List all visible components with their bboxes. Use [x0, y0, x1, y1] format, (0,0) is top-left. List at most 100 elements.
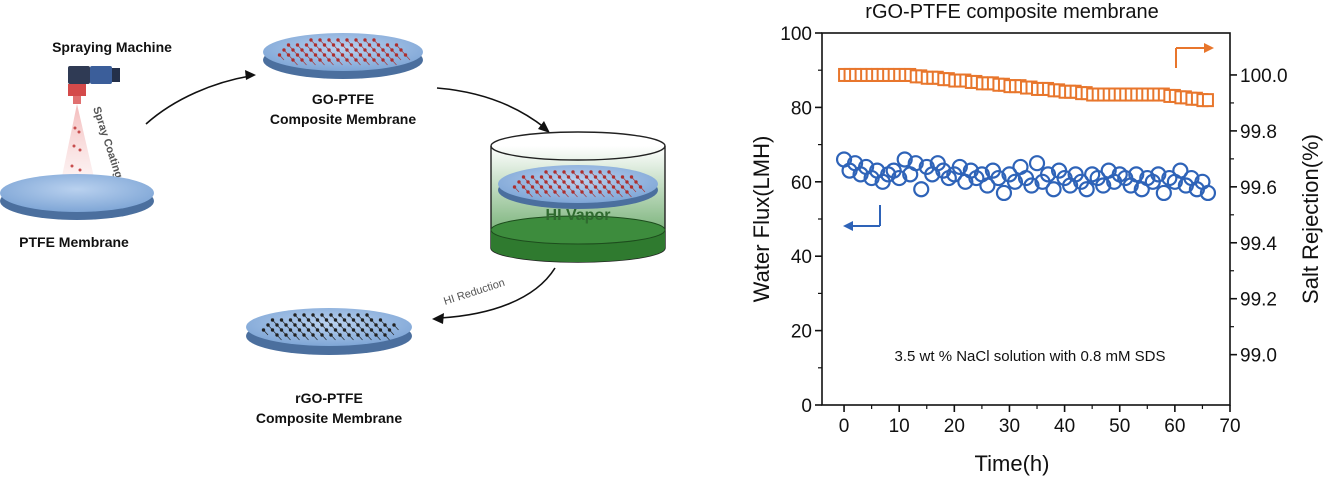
y-left-tick-label: 40	[791, 247, 812, 268]
go-ptfe-disc	[263, 33, 423, 79]
lattice-bond	[581, 191, 587, 198]
y-right-tick-label: 99.8	[1240, 122, 1277, 143]
x-tick-label: 10	[889, 416, 910, 437]
series-water-flux	[835, 151, 1217, 202]
lattice-bond	[391, 59, 397, 66]
spray-coating-label: Spray Coating	[90, 105, 124, 180]
y-right-tick-label: 99.6	[1240, 178, 1277, 199]
lattice-bond	[572, 191, 578, 198]
lattice-bond	[373, 59, 379, 66]
lattice-bond	[563, 191, 569, 198]
lattice-bond	[405, 54, 411, 61]
x-axis: 0 10 20 30 40 50 60 70	[839, 405, 1241, 437]
y-left-tick-label: 0	[801, 396, 812, 417]
lattice-bond	[536, 191, 542, 198]
lattice-bond	[319, 59, 325, 66]
lattice-bond	[640, 186, 646, 193]
chart-title: rGO-PTFE composite membrane	[865, 1, 1158, 23]
x-tick-label: 30	[999, 416, 1020, 437]
lattice-bond	[631, 186, 637, 193]
lattice-bond	[590, 191, 596, 198]
go-ptfe-label-line1: GO-PTFE	[312, 91, 374, 107]
water-flux-point	[1095, 177, 1112, 194]
arrowhead-icon	[432, 313, 444, 324]
y-axis-right-label: Salt Rejection(%)	[1298, 134, 1323, 304]
water-flux-point	[891, 169, 908, 187]
lattice-bond	[355, 59, 361, 66]
lattice-bond	[514, 186, 520, 193]
arrowhead-icon	[245, 70, 256, 80]
lattice-bond	[328, 59, 334, 66]
lattice-bond	[301, 59, 307, 66]
lattice-bond	[312, 334, 318, 341]
y-right-tick-label: 99.0	[1240, 346, 1277, 367]
water-flux-point	[951, 158, 968, 176]
ptfe-membrane-label: PTFE Membrane	[19, 234, 129, 250]
x-tick-label: 0	[839, 416, 850, 437]
lattice-bond	[294, 334, 300, 341]
lattice-bond	[608, 191, 614, 198]
x-tick-label: 70	[1219, 416, 1240, 437]
chart-panel: rGO-PTFE composite membrane 0 10 20 30 40 50 6…	[749, 1, 1323, 476]
y-axis-left-label: Water Flux(LMH)	[749, 136, 774, 303]
water-flux-point	[1023, 177, 1040, 194]
x-tick-label: 60	[1164, 416, 1185, 437]
lattice-bond	[396, 54, 402, 61]
rgo-ptfe-label-line2: Composite Membrane	[256, 410, 402, 426]
water-flux-point	[1128, 166, 1145, 183]
lattice-bond	[357, 334, 363, 341]
water-flux-point	[1150, 166, 1167, 183]
lattice-bond	[527, 191, 533, 198]
lattice-bond	[346, 59, 352, 66]
y-left-tick-label: 80	[791, 98, 812, 119]
spraying-machine-icon	[68, 66, 120, 104]
spray-cone	[60, 104, 96, 186]
water-flux-point	[1006, 173, 1024, 190]
lattice-bond	[279, 54, 285, 61]
arrowhead-icon	[538, 121, 550, 133]
lattice-bond	[599, 191, 605, 198]
lattice-bond	[393, 324, 399, 331]
lattice-bond	[321, 334, 327, 341]
right-axis-indicator-arrow	[1175, 43, 1214, 68]
rgo-ptfe-label-line1: rGO-PTFE	[295, 390, 363, 406]
curved-arrow-icon	[436, 87, 546, 129]
x-tick-label: 40	[1054, 416, 1075, 437]
water-flux-point	[896, 151, 913, 168]
lattice-bond	[382, 59, 388, 66]
lattice-bond	[384, 334, 390, 341]
ptfe-membrane-disc	[0, 174, 154, 220]
lattice-bond	[292, 59, 298, 66]
x-tick-label: 20	[944, 416, 965, 437]
water-flux-point	[979, 177, 996, 194]
lattice-bond	[339, 334, 345, 341]
lattice-bond	[337, 59, 343, 66]
lattice-bond	[389, 329, 395, 336]
lattice-bond	[276, 334, 282, 341]
chart-annotation: 3.5 wt % NaCl solution with 0.8 mM SDS	[895, 348, 1166, 365]
hi-reduction-label: HI Reduction	[442, 277, 506, 308]
hi-vapor-label: HI Vapor	[546, 207, 611, 224]
lattice-bond	[375, 334, 381, 341]
schematic-panel: Spraying Machine Spray Coating PTFE Memb…	[0, 33, 666, 426]
y-left-tick-label: 100	[780, 24, 812, 45]
water-flux-point	[907, 155, 924, 172]
curved-arrow-icon	[439, 267, 556, 319]
salt-rejection-point	[1201, 93, 1214, 108]
lattice-bond	[364, 59, 370, 66]
lattice-bond	[330, 334, 336, 341]
x-tick-label: 50	[1109, 416, 1130, 437]
lattice-bond	[626, 191, 632, 198]
lattice-bond	[348, 334, 354, 341]
y-left-tick-label: 20	[791, 322, 812, 343]
water-flux-point	[1078, 181, 1095, 198]
water-flux-point	[1172, 162, 1189, 179]
series-salt-rejection	[838, 67, 1214, 108]
y-right-tick-label: 99.4	[1240, 234, 1277, 255]
water-flux-point	[1155, 184, 1172, 202]
go-ptfe-label-line2: Composite Membrane	[270, 111, 416, 127]
lattice-bond	[310, 59, 316, 66]
